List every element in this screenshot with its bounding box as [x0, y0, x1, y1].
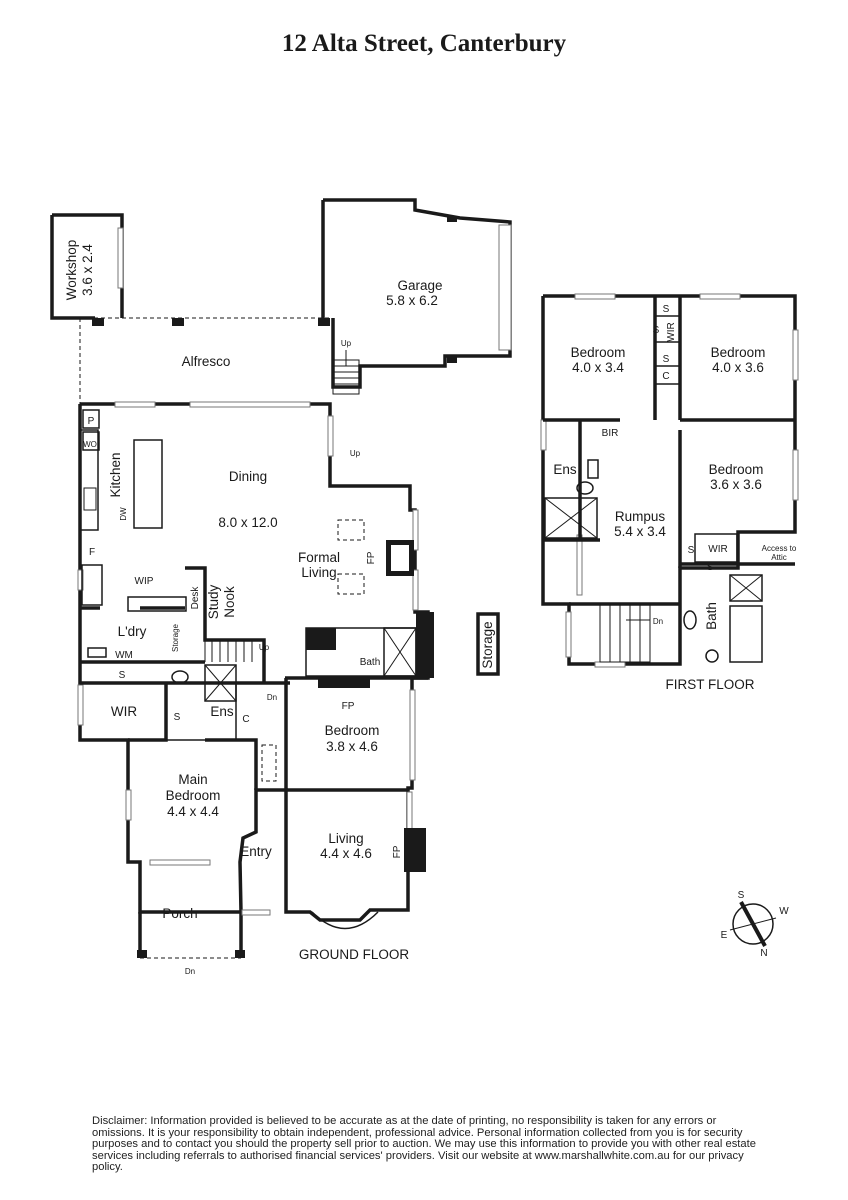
garage-label: Garage	[397, 278, 442, 293]
pantry-label: P	[88, 416, 95, 427]
rumpus-label: Rumpus	[615, 509, 666, 524]
bedroom-dim: 4.0 x 3.4	[572, 360, 624, 375]
dining-label: Dining	[229, 469, 267, 484]
living-label: Living	[328, 831, 363, 846]
alfresco-label: Alfresco	[182, 354, 231, 369]
bath-label: Bath	[704, 602, 719, 630]
up-label: Up	[350, 449, 361, 458]
bedroom-dim: 3.8 x 4.6	[326, 739, 378, 754]
wip-label: WIP	[135, 576, 154, 587]
fridge-label: F	[89, 547, 95, 558]
storage-label: Storage	[480, 621, 495, 668]
main-bedroom-label: Main	[178, 772, 207, 787]
main-bedroom-label: Bedroom	[166, 788, 221, 803]
entry-label: Entry	[240, 844, 272, 859]
dn-label: Dn	[267, 693, 277, 702]
dn-label: Dn	[185, 967, 195, 976]
bedroom-label: Bedroom	[711, 345, 766, 360]
s-label: S	[663, 304, 670, 315]
living-dim: 4.4 x 4.6	[320, 846, 372, 861]
laundry-label: L'dry	[118, 624, 147, 639]
ensuite-label: Ens	[210, 704, 234, 719]
rumpus-dim: 5.4 x 3.4	[614, 524, 666, 539]
formal-living-label: Formal	[298, 550, 340, 565]
study-nook-label: StudyNook	[206, 584, 237, 619]
storage-small-label: Storage	[171, 623, 180, 652]
fp-label: FP	[366, 551, 377, 564]
storage-box	[476, 612, 500, 676]
svg-text:W: W	[779, 906, 789, 917]
dw-label: DW	[119, 507, 128, 521]
desk-label: Desk	[190, 586, 201, 610]
first-floor-label: FIRST FLOOR	[665, 677, 754, 692]
ensuite-label: Ens	[553, 462, 577, 477]
s-label: S	[174, 712, 181, 723]
svg-text:S: S	[738, 890, 745, 901]
bath-label: Bath	[360, 657, 381, 668]
up-label: Up	[259, 643, 270, 652]
first-floor-walls	[540, 293, 799, 668]
ground-floor-labels: Workshop3.6 x 2.4 Garage 5.8 x 6.2 Alfre…	[64, 240, 443, 976]
compass-icon	[729, 901, 777, 947]
up-label: Up	[341, 339, 352, 348]
bedroom-dim: 4.0 x 3.6	[712, 360, 764, 375]
bedroom-label: Bedroom	[571, 345, 626, 360]
ground-floor-label: GROUND FLOOR	[299, 947, 410, 962]
compass-labels: S W E N	[721, 890, 790, 959]
page-title: 12 Alta Street, Canterbury	[281, 30, 567, 57]
wir-label: WIR	[666, 322, 677, 341]
c-label: C	[242, 714, 249, 725]
bedroom-dim: 3.6 x 3.6	[710, 477, 762, 492]
first-floor-labels: Bedroom 4.0 x 3.4 Bedroom 4.0 x 3.6 S S …	[553, 304, 797, 692]
c-label: C	[662, 371, 669, 382]
svg-text:N: N	[760, 948, 767, 959]
fp-label: FP	[392, 845, 403, 858]
s-label: S	[688, 545, 695, 556]
wir-label: WIR	[708, 544, 727, 555]
dn-label: Dn	[653, 617, 663, 626]
s-label: S	[119, 670, 126, 681]
ground-floor-walls	[50, 198, 777, 959]
wm-label: WM	[115, 650, 133, 661]
bedroom-label: Bedroom	[709, 462, 764, 477]
s-label: S	[663, 354, 670, 365]
bir-label: BIR	[602, 428, 619, 439]
wo-label: WO	[83, 440, 97, 449]
wir-label: WIR	[111, 704, 137, 719]
porch-label: Porch	[162, 906, 197, 921]
kitchen-label: Kitchen	[108, 452, 123, 497]
fp-label: FP	[342, 701, 355, 712]
workshop-label: Workshop3.6 x 2.4	[64, 240, 95, 301]
s-label: S	[707, 562, 714, 573]
garage-dim: 5.8 x 6.2	[386, 293, 438, 308]
formal-living-label: Living	[301, 565, 336, 580]
bedroom-label: Bedroom	[325, 723, 380, 738]
access-label: Attic	[771, 553, 787, 562]
access-label: Access to	[762, 544, 797, 553]
disclaimer-text: Disclaimer: Information provided is beli…	[92, 1115, 756, 1174]
dining-dim: 8.0 x 12.0	[218, 515, 277, 530]
s-label: S	[653, 325, 660, 336]
main-bedroom-dim: 4.4 x 4.4	[167, 804, 219, 819]
svg-text:E: E	[721, 930, 728, 941]
